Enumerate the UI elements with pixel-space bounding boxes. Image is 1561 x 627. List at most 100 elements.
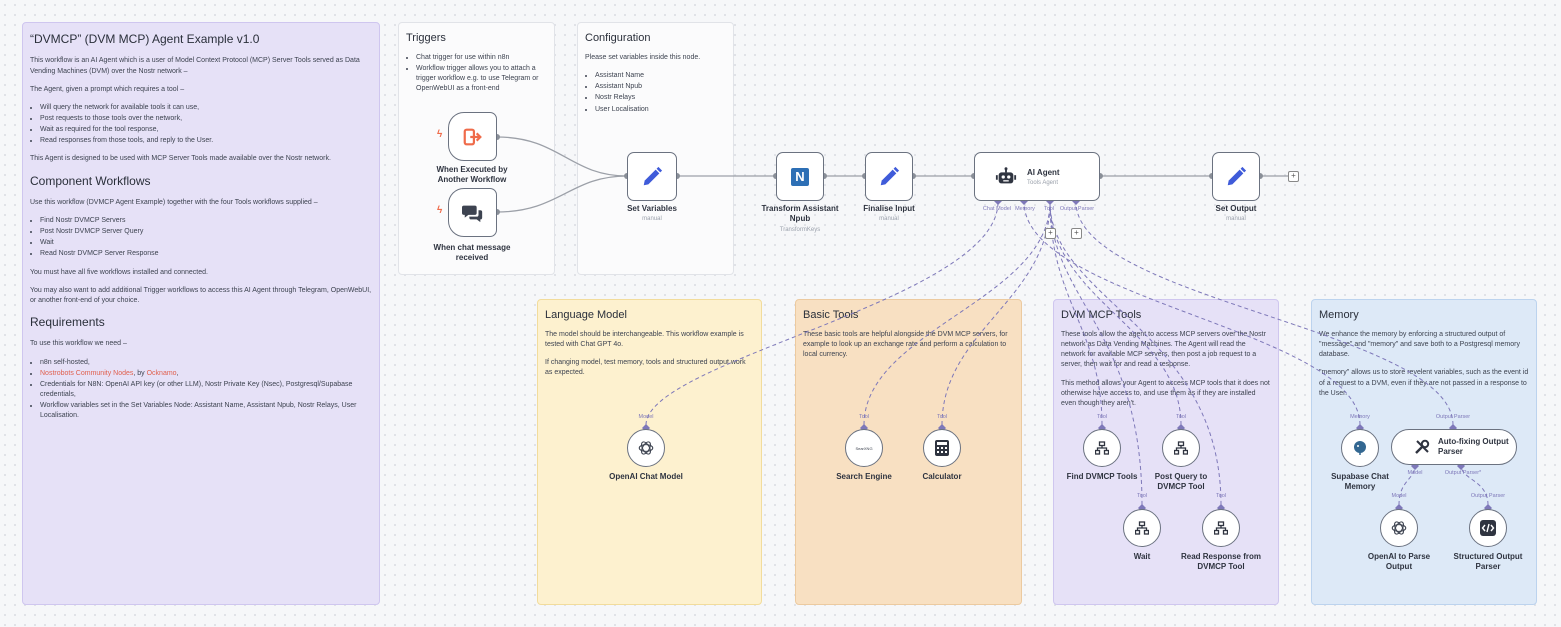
main-agent-line: The Agent, given a prompt which requires… (30, 85, 185, 93)
pencil-icon (643, 166, 663, 185)
node-label: Structured Output Parser (1453, 552, 1523, 571)
port-label-tool: Tool (1215, 493, 1227, 499)
memory-p2: "memory" allows us to store revelent var… (1319, 369, 1529, 397)
searxng-icon: SearXNG (855, 445, 873, 451)
node-chat-trigger[interactable] (448, 188, 497, 237)
trigger-bolt-icon: ϟ (437, 205, 443, 216)
node-find-dvmcp[interactable] (1083, 429, 1121, 467)
must-have: You must have all five workflows install… (30, 268, 208, 276)
node-label: When chat message received (433, 243, 511, 262)
node-post-query[interactable] (1162, 429, 1200, 467)
port-label-model: Model (1391, 493, 1407, 499)
configuration-title: Configuration (585, 32, 651, 44)
note-basic-tools[interactable]: Basic Tools These basic tools are helpfu… (795, 299, 1022, 605)
components-intro: Use this workflow (DVMCP Agent Example) … (30, 198, 318, 206)
wire-memory-to-agent (1023, 201, 1361, 426)
ocknamo-link[interactable]: Ocknamo (146, 369, 177, 377)
code-icon (1480, 520, 1496, 536)
port-label-tool: Tool (858, 414, 870, 420)
nostrobots-link[interactable]: Nostrobots Community Nodes (40, 369, 134, 377)
wire-chat-to-setvars (496, 175, 628, 213)
node-label: Read Response from DVMCP Tool (1180, 552, 1262, 571)
wire-model-to-agent (645, 201, 999, 426)
note-main[interactable]: “DVMCP” (DVM MCP) Agent Example v1.0 Thi… (22, 22, 380, 605)
requirements-heading: Requirements (30, 315, 105, 330)
node-structured-parser[interactable] (1469, 509, 1507, 547)
port-label-tool: Tool (1175, 414, 1187, 420)
components-list: Find Nostr DVMCP Servers Post Nostr DVMC… (30, 216, 372, 260)
node-sub: TransformKeys (779, 227, 821, 233)
list-item: Assistant Name (595, 71, 726, 81)
node-label: Post Query to DVMCP Tool (1154, 472, 1208, 491)
tools-icon (1415, 439, 1430, 454)
add-node-button[interactable]: + (1288, 171, 1299, 182)
node-supabase-memory[interactable] (1341, 429, 1379, 467)
pencil-icon (880, 166, 900, 185)
port-label-memory: Memory (1015, 206, 1035, 212)
wire-struct-to-autofix (1460, 464, 1489, 506)
list-item: n8n self-hosted, (40, 358, 372, 368)
node-exec-trigger[interactable] (448, 112, 497, 161)
exit-arrow-icon (463, 128, 482, 145)
list-item: Assistant Npub (595, 82, 726, 92)
add-parser-button[interactable]: + (1071, 228, 1082, 239)
node-label: Finalise Input (863, 204, 915, 213)
node-autofix-parser[interactable]: Auto-fixing Output Parser (1391, 429, 1517, 465)
main-title: “DVMCP” (DVM MCP) Agent Example v1.0 (30, 32, 260, 46)
node-ai-agent[interactable]: AI Agent Tools Agent (974, 152, 1100, 201)
basic-tools-p1: These basic tools are helpful alongside … (803, 330, 1008, 359)
node-transform[interactable]: N (776, 152, 824, 201)
node-label: OpenAI to Parse Output (1367, 552, 1431, 571)
node-wait[interactable] (1123, 509, 1161, 547)
list-item: Workflow variables set in the Set Variab… (40, 401, 372, 421)
node-set-variables[interactable] (627, 152, 677, 201)
main-intro: This workflow is an AI Agent which is a … (30, 57, 360, 75)
configuration-list: Assistant Name Assistant Npub Nostr Rela… (585, 71, 726, 115)
list-item: User Localisation (595, 105, 726, 115)
wire-search-to-agent (863, 201, 1051, 426)
port-label-tool: Tool (1136, 493, 1148, 499)
list-item: Nostr Relays (595, 93, 726, 103)
list-item: Read Nostr DVMCP Server Response (40, 249, 372, 259)
node-openai-parse[interactable] (1380, 509, 1418, 547)
port-label-tool: Tool (1096, 414, 1108, 420)
triggers-list: Chat trigger for use within n8n Workflow… (406, 53, 547, 95)
configuration-intro: Please set variables inside this node. (585, 53, 701, 61)
port-label-output-parser: Output Parser (1059, 206, 1095, 212)
note-configuration[interactable]: Configuration Please set variables insid… (577, 22, 734, 275)
port-label-output-parser: Output Parser (1470, 493, 1506, 499)
basic-tools-title: Basic Tools (803, 309, 859, 321)
port-label-model: Model (1407, 470, 1423, 476)
add-tool-button[interactable]: + (1045, 228, 1056, 239)
main-designed: This Agent is designed to be used with M… (30, 155, 331, 163)
language-model-title: Language Model (545, 309, 627, 321)
node-finalise-input[interactable] (865, 152, 913, 201)
list-item: Post Nostr DVMCP Server Query (40, 227, 372, 237)
req-by: , by (133, 369, 147, 377)
nostr-n-icon: N (791, 167, 809, 186)
agent-sub: Tools Agent (1027, 179, 1059, 186)
port-label-chat-model: Chat Model (982, 206, 1012, 212)
robot-icon (995, 166, 1017, 183)
list-item: Post requests to those tools over the ne… (40, 114, 372, 124)
dvm-tools-p1: These tools allow the agent to access MC… (1061, 330, 1266, 369)
requirements-intro: To use this workflow we need – (30, 340, 127, 348)
wire-post-to-agent (1049, 201, 1182, 426)
node-search-engine[interactable]: SearXNG (845, 429, 883, 467)
list-item: Will query the network for available too… (40, 103, 372, 113)
node-openai-chat[interactable] (627, 429, 665, 467)
sitemap-icon (1135, 521, 1149, 535)
triggers-title: Triggers (406, 32, 446, 44)
postgres-icon (1354, 441, 1366, 455)
list-item: Credentials for N8N: OpenAI API key (or … (40, 380, 372, 400)
pencil-icon (1227, 166, 1247, 185)
list-item: Chat trigger for use within n8n (416, 53, 547, 63)
memory-p1: We enhance the memory by enforcing a str… (1319, 330, 1520, 359)
node-label: Set Output (1215, 204, 1257, 213)
node-calculator[interactable] (923, 429, 961, 467)
chat-bubbles-icon (461, 205, 482, 222)
memory-title: Memory (1319, 309, 1359, 321)
node-set-output[interactable] (1212, 152, 1260, 201)
wire-exec-to-setvars (496, 136, 628, 177)
node-read-response[interactable] (1202, 509, 1240, 547)
